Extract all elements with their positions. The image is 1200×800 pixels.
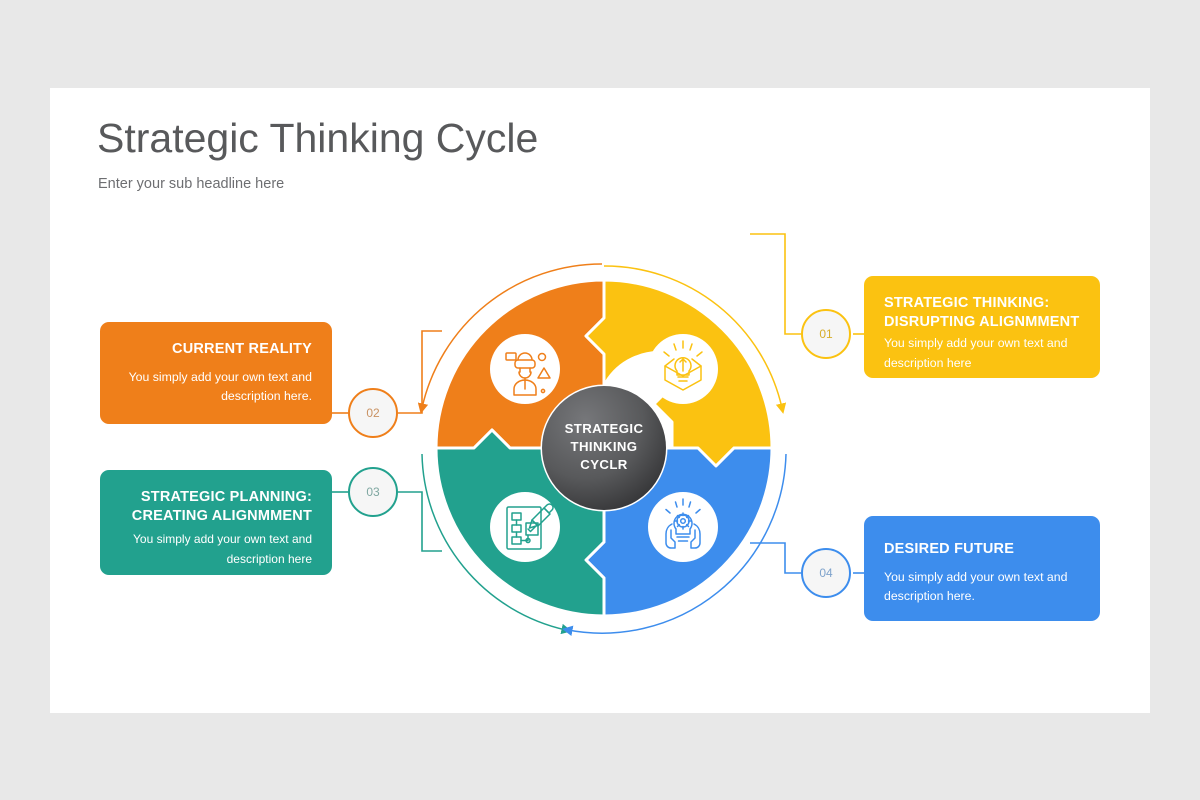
hub-circle — [542, 386, 666, 510]
flowchart-pencil-icon-bubble[interactable] — [490, 492, 560, 562]
card-strategic-planning-title-line1: STRATEGIC PLANNING: — [140, 489, 312, 505]
badge-01[interactable]: 01 — [801, 309, 851, 359]
card-current-reality-title: CURRENT REALITY — [172, 341, 312, 357]
card-disrupting-alignment-desc: You simply add your own text and descrip… — [884, 336, 1068, 370]
vr-worker-icon — [505, 352, 551, 396]
hands-lightbulb-gear-icon-bubble[interactable] — [648, 492, 718, 562]
card-strategic-planning-title-line2: CREATING ALIGNMMENT — [131, 507, 312, 524]
card-disrupting-alignment[interactable]: STRATEGIC THINKING: DISRUPTING ALIGNMMEN… — [864, 276, 1100, 378]
hub-label-line1: STRATEGIC — [565, 421, 644, 436]
card-strategic-planning-title: STRATEGIC PLANNING: CREATING ALIGNMMENT — [120, 488, 312, 525]
card-desired-future[interactable]: DESIRED FUTURE You simply add your own t… — [864, 516, 1100, 621]
outer-arc-yellow — [603, 265, 787, 414]
hands-lightbulb-gear-icon — [665, 498, 701, 549]
lightbulb-box-icon — [663, 340, 703, 391]
card-disrupting-alignment-title-line1: STRATEGIC THINKING: — [884, 295, 1050, 311]
badge-03[interactable]: 03 — [348, 467, 398, 517]
card-disrupting-alignment-title: STRATEGIC THINKING: DISRUPTING ALIGNMMEN… — [884, 294, 1080, 331]
card-strategic-planning[interactable]: STRATEGIC PLANNING: CREATING ALIGNMMENT … — [100, 470, 332, 575]
hub-label-line3: CYCLR — [580, 457, 627, 472]
page-subtitle: Enter your sub headline here — [98, 176, 285, 192]
card-current-reality-desc: You simply add your own text and descrip… — [128, 369, 312, 404]
card-desired-future-desc: You simply add your own text and descrip… — [884, 569, 1068, 604]
badge-01-label: 01 — [819, 327, 833, 341]
card-current-reality[interactable]: CURRENT REALITY You simply add your own … — [100, 322, 332, 424]
strategic-thinking-cycle-wheel: STRATEGIC THINKING CYCLR — [417, 263, 787, 636]
badge-04-label: 04 — [819, 566, 833, 580]
card-desired-future-title: DESIRED FUTURE — [884, 541, 1015, 557]
outer-arc-blue — [562, 453, 787, 636]
slide-canvas: Strategic Thinking Cycle Enter your sub … — [50, 88, 1150, 713]
outer-arc-teal — [421, 453, 572, 635]
vr-worker-icon-bubble[interactable] — [490, 334, 560, 404]
hub-label-line2: THINKING — [571, 439, 638, 454]
flowchart-pencil-icon — [506, 503, 554, 550]
lightbulb-box-icon-bubble[interactable] — [648, 334, 718, 404]
card-strategic-planning-desc: You simply add your own text and descrip… — [133, 532, 312, 566]
badge-04[interactable]: 04 — [801, 548, 851, 598]
badge-03-label: 03 — [366, 485, 380, 499]
outer-arc-orange — [417, 263, 603, 414]
badge-02[interactable]: 02 — [348, 388, 398, 438]
badge-02-label: 02 — [366, 406, 380, 420]
card-disrupting-alignment-title-line2: DISRUPTING ALIGNMMENT — [884, 313, 1080, 330]
page-title: Strategic Thinking Cycle — [97, 115, 539, 161]
